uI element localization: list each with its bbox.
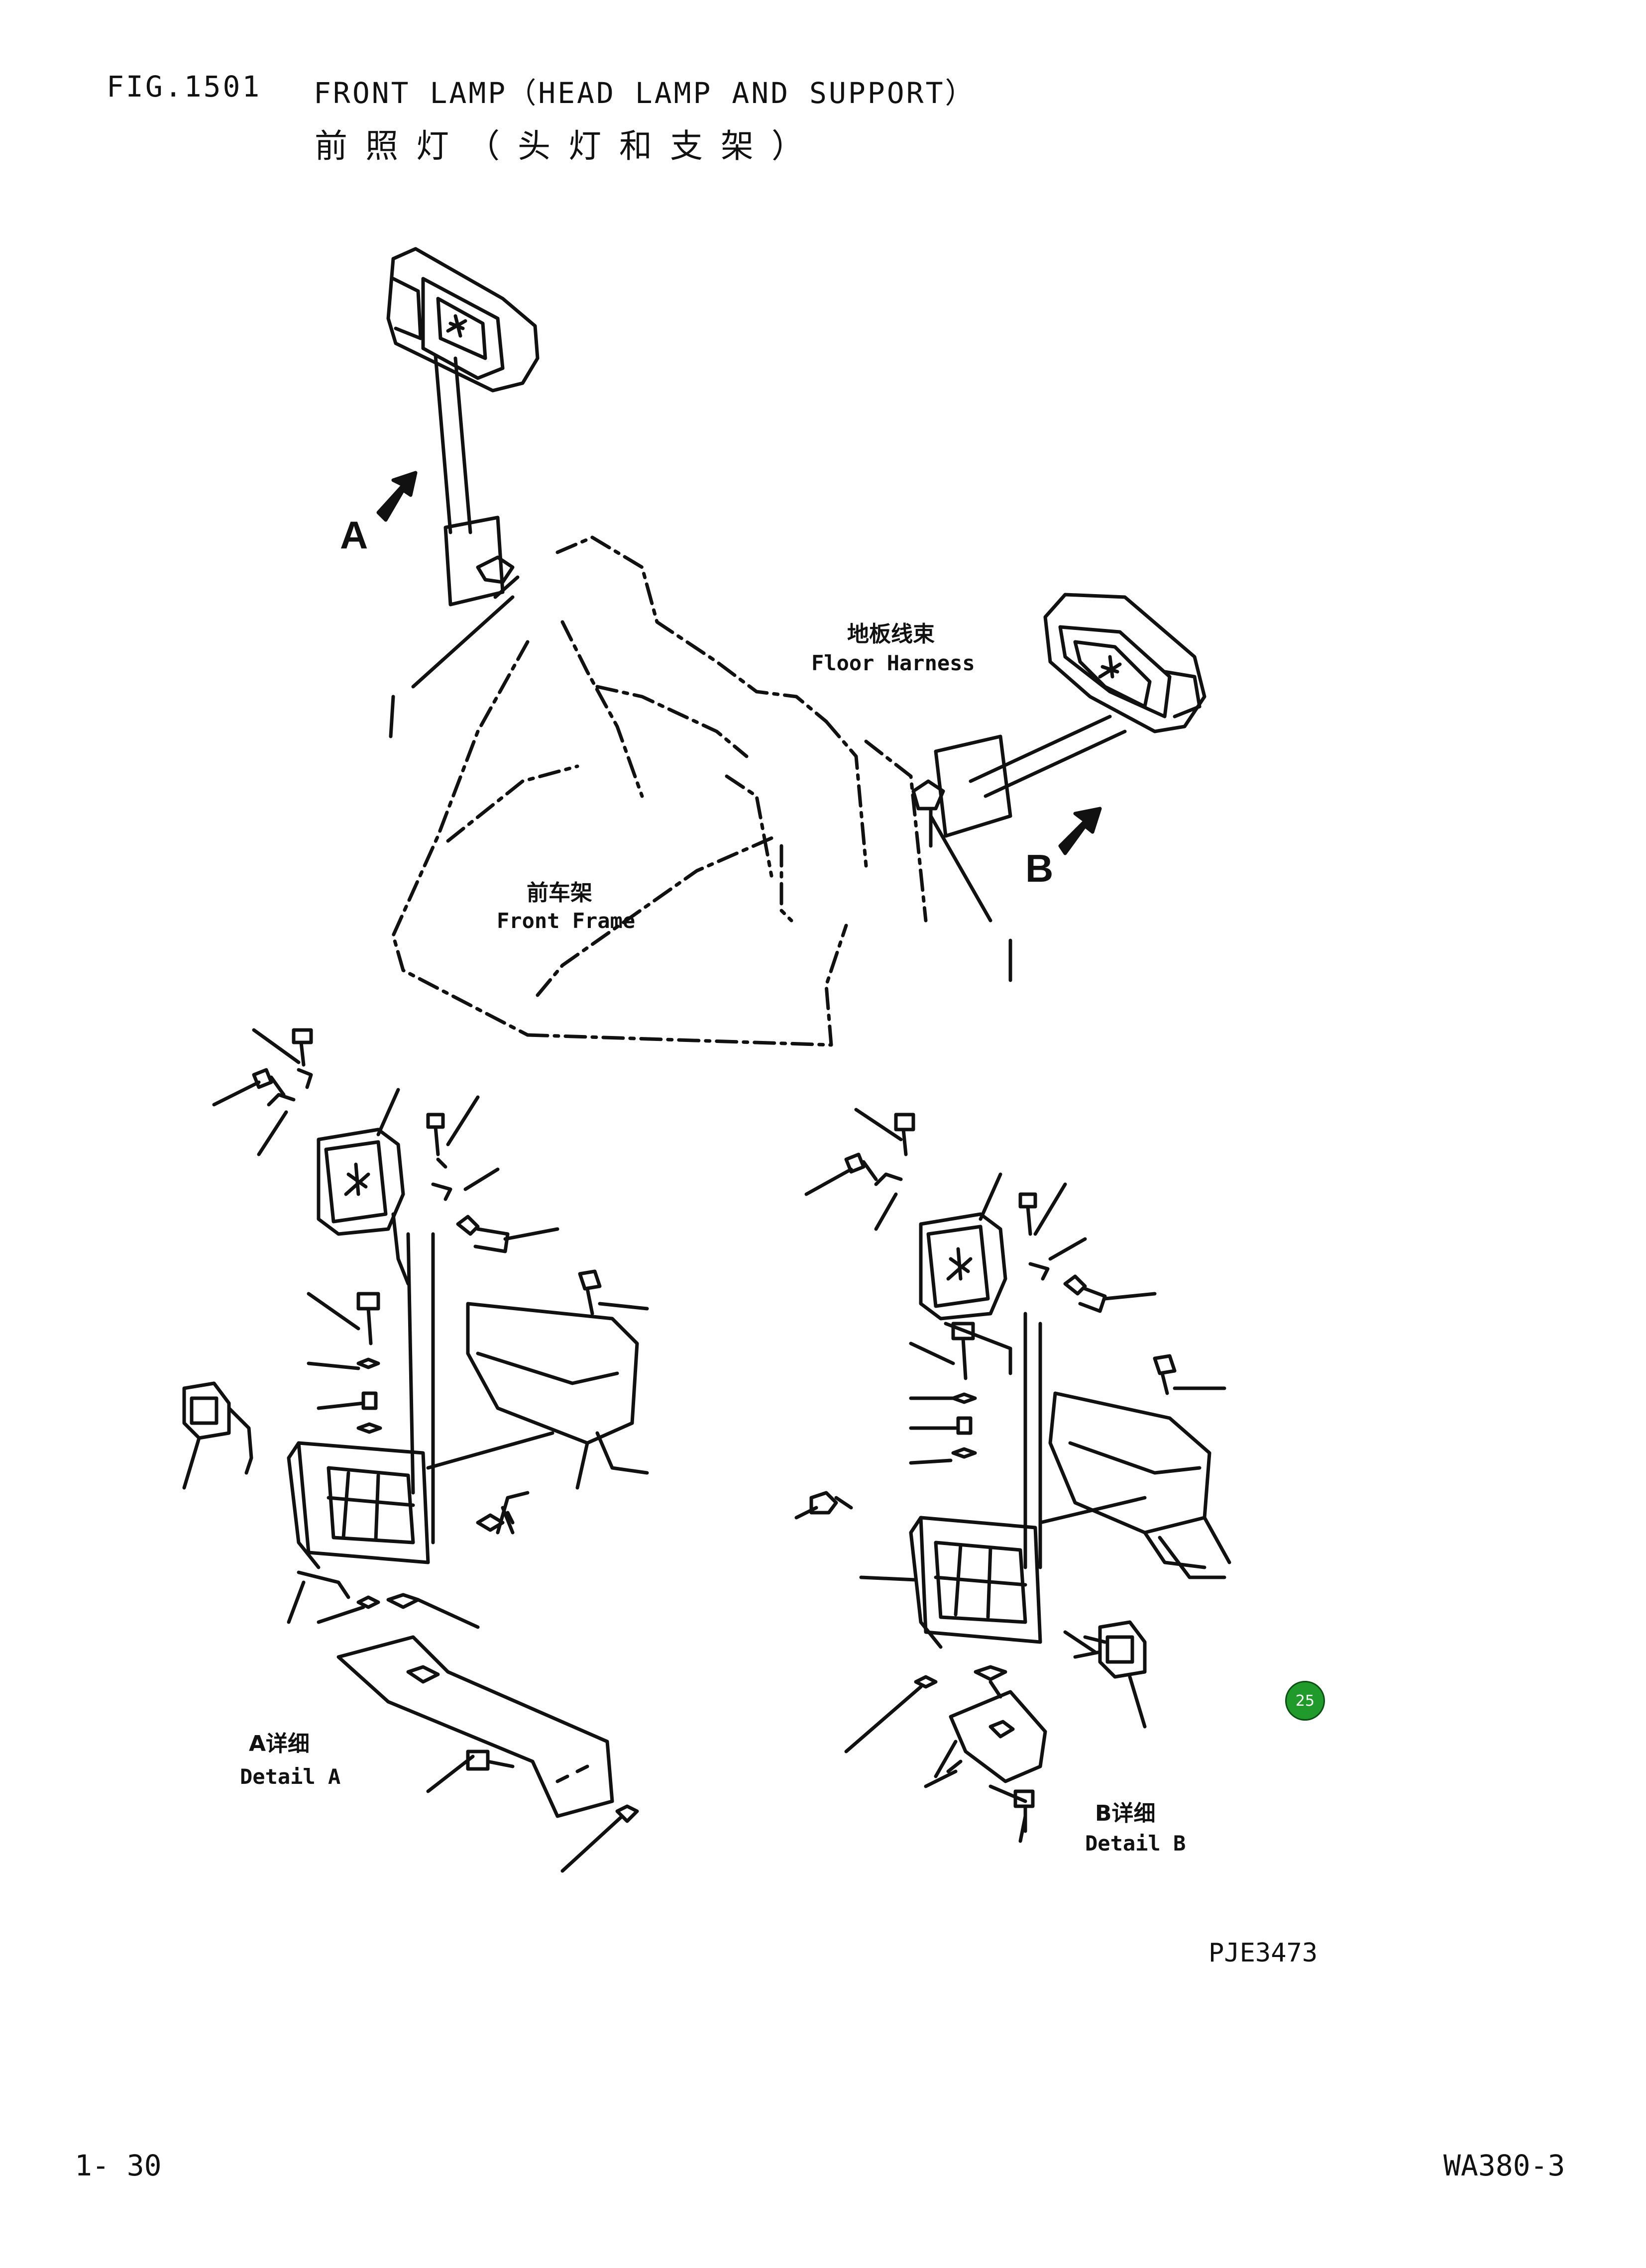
leader-lamp-b — [929, 814, 992, 923]
detail-b-assembly — [794, 1108, 1231, 1843]
model-number: WA380-3 — [1443, 2149, 1565, 2182]
leader-1-left — [389, 695, 395, 738]
view-a-label: A — [340, 513, 368, 557]
figure-title-english: FRONT LAMP（HEAD LAMP AND SUPPORT） — [314, 76, 976, 110]
detail-b-label-en: Detail B — [1085, 1831, 1186, 1856]
figure-number: FIG.1501 — [107, 70, 262, 103]
left-head-lamp-overview — [386, 247, 540, 607]
view-b-arrow — [1058, 807, 1102, 855]
figure-title-chinese: 前照灯（头灯和支架） — [315, 127, 822, 165]
detail-a-assembly — [182, 1028, 649, 1873]
floor-harness-label-cn: 地板线束 — [847, 621, 935, 647]
front-frame-outline — [391, 535, 928, 1047]
page-badge[interactable]: 25 — [1285, 1681, 1325, 1721]
detail-a-label-en: Detail A — [240, 1764, 341, 1789]
detail-b-label-cn: B详细 — [1095, 1801, 1156, 1826]
view-a-arrow — [376, 471, 418, 522]
floor-harness-label-en: Floor Harness — [811, 651, 975, 675]
page-number: 1- 30 — [75, 2149, 162, 2182]
front-frame-label-cn: 前车架 — [527, 880, 592, 906]
drawing-code: PJE3473 — [1208, 1938, 1318, 1968]
right-head-lamp-overview — [911, 593, 1207, 848]
detail-a-label-cn: A详细 — [249, 1731, 310, 1756]
leader-lamp-a — [411, 595, 515, 689]
view-b-label: B — [1025, 846, 1054, 890]
front-frame-label-en: Front Frame — [497, 909, 636, 933]
